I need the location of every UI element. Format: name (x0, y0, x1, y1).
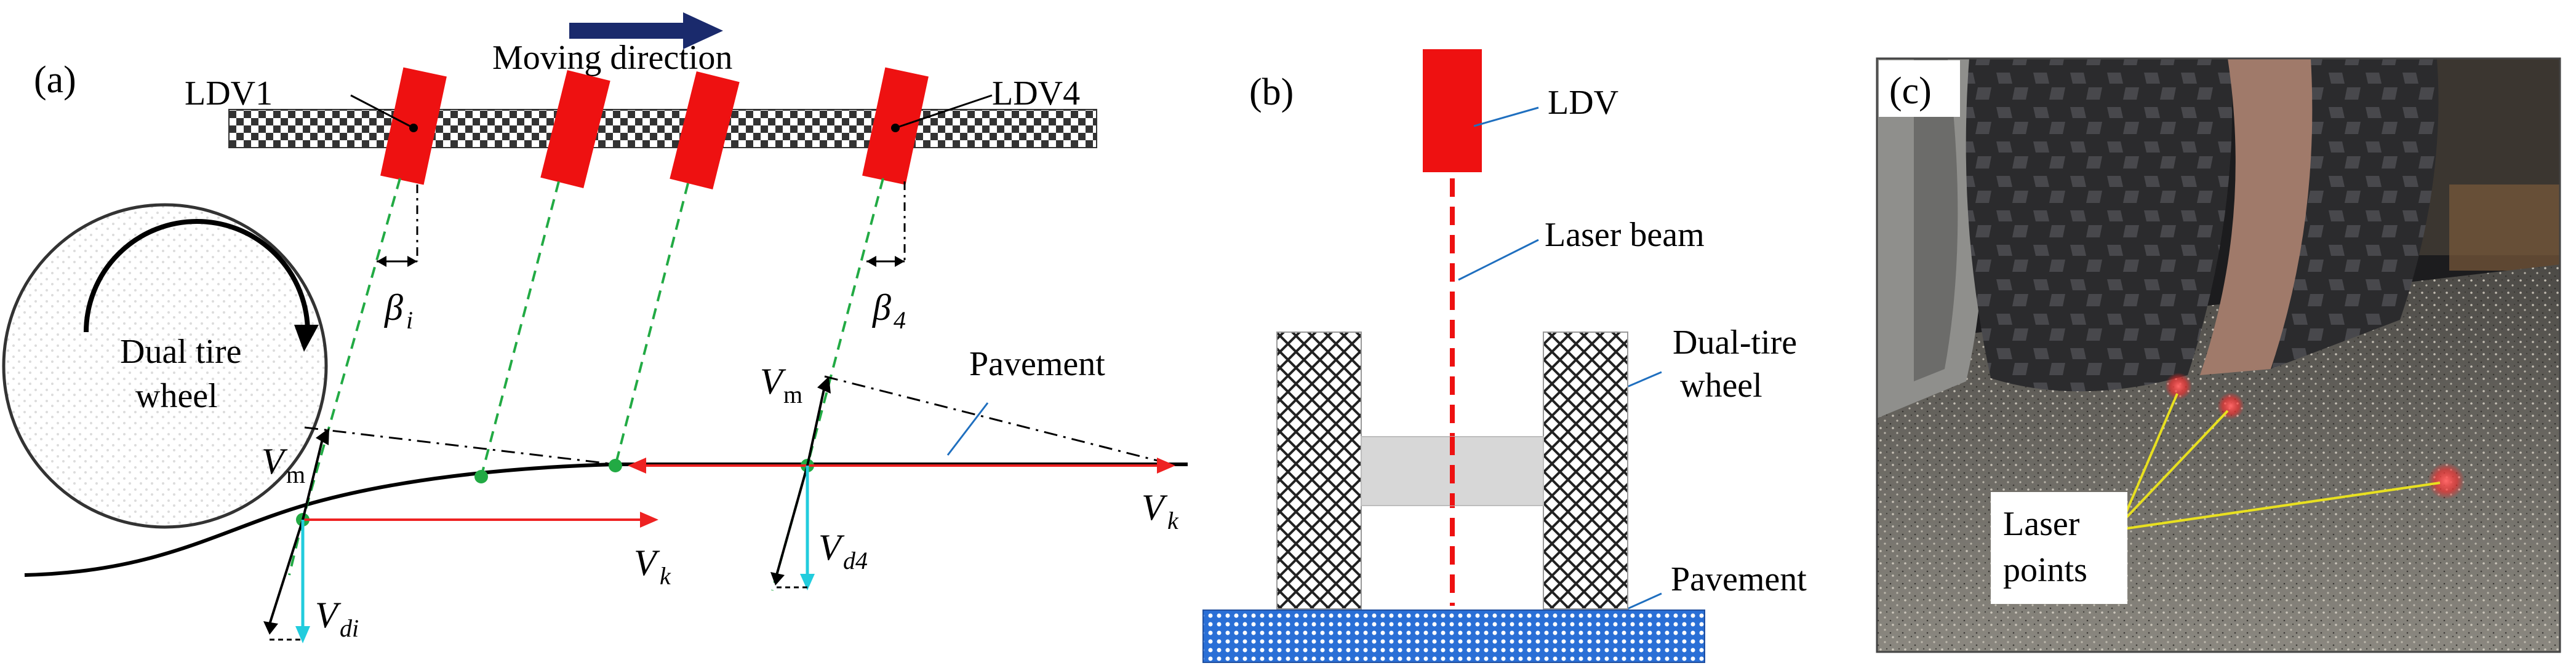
tire-gap-photo (2200, 58, 2315, 375)
wheel-label-line2: wheel (135, 377, 218, 415)
rotation-arrow (84, 219, 310, 333)
pavement-label-a: Pavement (969, 345, 1105, 383)
laser-point-3 (2428, 463, 2465, 499)
ldv2-sensor (540, 69, 610, 189)
laser-beam-label: Laser beam (1545, 216, 1705, 254)
tire-tread-left-photo (1966, 58, 2233, 392)
vdi-label: V (315, 595, 342, 635)
wheel-label-b-line1: Dual-tire (1673, 324, 1797, 362)
moving-direction-arrow (569, 12, 723, 49)
pavement-label-b: Pavement (1671, 560, 1807, 598)
moving-direction-label: Moving direction (492, 39, 732, 77)
tire-right (1543, 332, 1628, 609)
panel-b: (b) LDV Laser beam Dual-tire wheel Pavem… (1202, 49, 1807, 663)
panel-b-label: (b) (1249, 71, 1294, 113)
laser-point-2 (2217, 392, 2244, 419)
vk-label-1: V (634, 542, 660, 583)
vm-label-1: V (262, 441, 288, 482)
panel-c-label-box (1879, 60, 1960, 117)
vehicle-rail (228, 109, 1097, 148)
laser-points-label-line1: Laser (2003, 505, 2080, 543)
ldv-label-b: LDV (1548, 84, 1618, 122)
vk-label-1-sub: k (660, 562, 671, 590)
ldv-sensor-b (1423, 49, 1482, 172)
vd4-label-sub: d4 (843, 547, 868, 574)
vm-label-1-sub: m (286, 461, 305, 488)
ldv3-sensor (670, 71, 740, 190)
panel-a-label: (a) (34, 59, 76, 101)
tire-tread-right-photo (2271, 58, 2439, 369)
beta-4-symbol: β (872, 287, 891, 328)
panel-a: (a) Moving direction LDV1 LDV4 Dual tire… (2, 12, 1188, 643)
panel-c-label: (c) (1889, 70, 1932, 112)
dual-tire-wheel (2, 203, 328, 529)
vm-label-2-sub: m (783, 381, 802, 408)
vdi-label-sub: di (340, 614, 359, 642)
beta-i-symbol: β (384, 287, 403, 328)
vk-label-2: V (1142, 487, 1168, 528)
beta-i-sub: i (406, 306, 413, 334)
vk-label-2-sub: k (1167, 507, 1179, 534)
tire-left (1276, 332, 1362, 609)
laser-points-label-box (1991, 492, 2127, 604)
laser-points-label-line2: points (2003, 551, 2087, 589)
laser-point-1 (2165, 373, 2192, 400)
ldv1-label: LDV1 (185, 74, 273, 113)
vm-label-2: V (760, 361, 786, 402)
beta-4-sub: 4 (894, 306, 906, 334)
panel-c: Laser points (c) (1876, 57, 2561, 653)
wheel-label-line1: Dual tire (120, 333, 241, 371)
ldv4-label: LDV4 (992, 74, 1080, 113)
vd4-label: V (818, 527, 845, 568)
pavement-block (1202, 609, 1705, 663)
wheel-label-b-line2: wheel (1680, 367, 1762, 405)
